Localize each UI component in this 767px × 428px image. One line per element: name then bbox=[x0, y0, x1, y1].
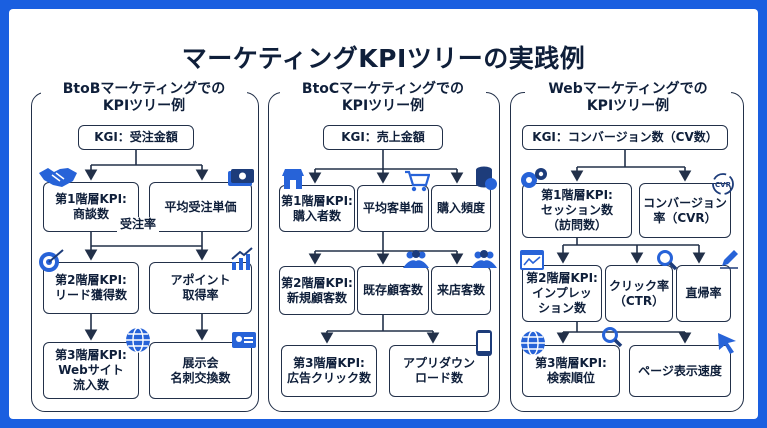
target-icon bbox=[39, 249, 64, 272]
handshake-icon bbox=[39, 168, 77, 187]
btoc-l2-new-customers-box: 第2階層KPI: 新規顧客数 bbox=[279, 266, 355, 315]
pen-icon bbox=[720, 250, 738, 269]
store-icon bbox=[282, 169, 304, 189]
people-icon bbox=[403, 250, 429, 268]
browser-window-icon bbox=[520, 250, 544, 270]
btob-connector-label: 受注率 bbox=[117, 217, 160, 232]
gears-icon bbox=[521, 168, 547, 188]
web-l2-ctr-box: クリック率 （CTR） bbox=[605, 265, 673, 322]
btoc-kgi-box: KGI：売上金額 bbox=[323, 125, 443, 150]
btoc-l2-visitors-box: 来店客数 bbox=[431, 266, 491, 315]
web-l2-bounce-box: 直帰率 bbox=[676, 265, 731, 322]
btoc-l2-existing-customers-box: 既存顧客数 bbox=[357, 266, 429, 315]
btob-l1-avg-order-box: 平均受注単価 bbox=[149, 182, 252, 232]
web-kgi-box: KGI：コンバージョン数（CV数） bbox=[522, 125, 728, 150]
panel-web-title: Webマーケティングでの KPIツリー例 bbox=[525, 81, 731, 115]
web-l3-page-speed-box: ページ表示速度 bbox=[629, 345, 731, 397]
btoc-l1-frequency-box: 購入頻度 bbox=[431, 185, 491, 232]
magnifier-icon bbox=[602, 327, 623, 348]
smartphone-icon bbox=[476, 330, 492, 356]
btob-l2-appointment-box: アポイント 取得率 bbox=[149, 262, 252, 314]
globe-icon bbox=[521, 330, 545, 356]
btoc-l3-ad-clicks-box: 第3階層KPI: 広告クリック数 bbox=[281, 345, 377, 397]
page-title: マーケティングKPIツリーの実践例 bbox=[181, 44, 586, 73]
magnifier-icon bbox=[657, 250, 678, 271]
growth-chart-icon bbox=[231, 247, 253, 270]
panel-btoc-title: BtoCマーケティングでの KPIツリー例 bbox=[280, 81, 486, 115]
cart-icon bbox=[405, 170, 430, 192]
btob-l3-web-traffic-box: 第3階層KPI: Webサイト 流入数 bbox=[43, 342, 139, 399]
web-l1-sessions-box: 第1階層KPI: セッション数 （訪問数） bbox=[522, 183, 632, 238]
btob-l2-leads-box: 第2階層KPI: リード獲得数 bbox=[43, 262, 139, 314]
btoc-l3-app-downloads-box: アプリダウン ロード数 bbox=[389, 345, 489, 397]
business-card-icon bbox=[232, 332, 256, 348]
btoc-l1-buyers-box: 第1階層KPI: 購入者数 bbox=[279, 185, 355, 232]
globe-icon bbox=[126, 327, 150, 353]
btob-kgi-box: KGI：受注金額 bbox=[78, 125, 194, 150]
btob-l3-expo-box: 展示会 名刺交換数 bbox=[149, 342, 252, 399]
cvr-badge-label: CVR bbox=[715, 181, 732, 189]
web-l2-impressions-box: 第2階層KPI: インプレッ ション数 bbox=[522, 265, 602, 322]
coins-icon bbox=[476, 166, 497, 190]
cycle-icon: CVR bbox=[712, 173, 734, 195]
web-l1-cvr-box: コンバージョン 率（CVR） bbox=[639, 183, 731, 238]
money-icon bbox=[228, 169, 254, 186]
people-icon bbox=[471, 250, 497, 268]
cursor-icon bbox=[718, 333, 736, 354]
btoc-l1-avg-spend-box: 平均客単価 bbox=[357, 185, 429, 232]
diagram-card: マーケティングKPIツリーの実践例 bbox=[9, 9, 758, 419]
panel-btob-title: BtoBマーケティングでの KPIツリー例 bbox=[41, 81, 247, 115]
